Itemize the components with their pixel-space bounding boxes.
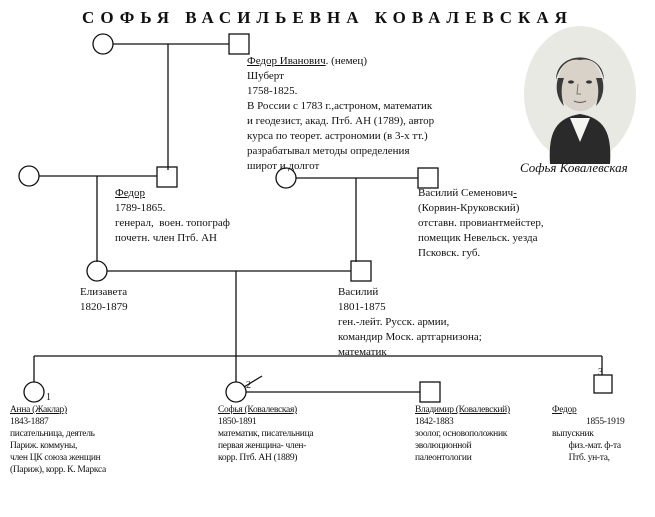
person-line: 1850-1891 [218, 417, 257, 427]
female-node-2 [18, 165, 40, 187]
person-line: командир Моск. артгарнизона; [338, 331, 482, 343]
person-note: - [513, 187, 517, 199]
female-node-elizaveta [86, 260, 108, 282]
person-line: первая женщина- член- [218, 441, 307, 451]
male-node-fedor-jr [593, 374, 613, 394]
person-name: Василий Семенович [418, 187, 514, 199]
person-line: 1842-1883 [415, 417, 454, 427]
person-name: Федор [552, 405, 577, 415]
person-line: Шуберт [247, 70, 284, 82]
person-line: писательница, деятель [10, 429, 95, 439]
person-name: Федор Иванович [247, 55, 326, 67]
person-line: курса по теорет. астрономии (в 3-х тт.) [247, 130, 428, 142]
person-line: почетн. член Птб. АН [115, 232, 217, 244]
male-node-vasily-sem [417, 167, 439, 189]
person-line: математик [338, 346, 387, 358]
male-node-vladimir [419, 381, 441, 403]
male-node-vasily [350, 260, 372, 282]
person-line: 1820-1879 [80, 301, 128, 313]
person-line: генерал, воен. топограф [115, 217, 230, 229]
person-line: Париж. коммуны, [10, 441, 78, 451]
person-line: корр. Птб. АН (1889) [218, 453, 298, 463]
person-line: ген.-лейт. Русск. армии, [338, 316, 450, 328]
person-vasily: Василий 1801-1875 ген.-лейт. Русск. арми… [338, 285, 482, 360]
person-line: физ.-мат. ф-та [552, 441, 622, 451]
female-node-1 [92, 33, 114, 55]
person-name: Анна (Жаклар) [10, 405, 67, 415]
person-line: 1855-1919 [586, 417, 625, 427]
person-name: Елизавета [80, 286, 128, 298]
diagram-title: СОФЬЯ ВАСИЛЬЕВНА КОВАЛЕВСКАЯ [82, 8, 573, 27]
person-line: широт и долгот [247, 160, 320, 172]
person-line: 1758-1825. [247, 85, 298, 97]
person-sofia: Софья (Ковалевская) 1850-1891 математик,… [218, 404, 314, 464]
person-line: В России с 1783 г.,астроном, математик [247, 100, 433, 112]
person-line: (Париж), корр. К. Маркса [10, 465, 106, 475]
person-line: 1789-1865. [115, 202, 166, 214]
female-node-sofia [225, 381, 247, 403]
person-fedor-jr: Федор 1855-1919 выпускник физ.-мат. ф-та… [552, 404, 625, 464]
signature: Софья Ковалевская [520, 160, 628, 175]
person-line: Птб. ун-та, [552, 453, 610, 463]
child-number: 1 [46, 392, 51, 403]
person-line: отставн. провиантмейстер, [418, 217, 544, 229]
child-number: 3 [598, 367, 603, 378]
person-name: Федор [115, 187, 146, 199]
person-line: зоолог, основоположник [415, 429, 508, 439]
person-line: Псковск. губ. [418, 247, 481, 259]
person-name: Софья (Ковалевская) [218, 405, 297, 415]
person-line: выпускник [552, 429, 594, 439]
person-line: член ЦК союза женщин [10, 453, 101, 463]
person-line: разрабатывал методы определения [247, 145, 410, 157]
male-node-fedor-sr [228, 33, 250, 55]
person-line: 1843-1887 [10, 417, 49, 427]
person-line: 1801-1875 [338, 301, 386, 313]
person-fedor: Федор 1789-1865. генерал, воен. топограф… [115, 186, 230, 246]
portrait-image [524, 26, 636, 164]
person-anna: Анна (Жаклар) 1843-1887 писательница, де… [10, 404, 106, 476]
person-line: эволюционной [415, 441, 472, 451]
person-name: Владимир (Ковалевский) [415, 405, 510, 415]
person-line: (Корвин-Круковский) [418, 202, 520, 214]
person-vladimir: Владимир (Ковалевский) 1842-1883 зоолог,… [415, 404, 510, 464]
person-note: . (немец) [325, 55, 367, 67]
child-number: 2 [246, 380, 251, 391]
person-line: помещик Невельск. уезда [418, 232, 538, 244]
person-line: и геодезист, акад. Птб. АН (1789), автор [247, 115, 435, 127]
person-fedor-sr: Федор Иванович. (немец) Шуберт 1758-1825… [247, 54, 434, 174]
person-line: математик, писательница [218, 429, 314, 439]
female-node-anna [23, 381, 45, 403]
person-vasily-sem: Василий Семенович- (Корвин-Круковский) о… [418, 186, 544, 261]
person-elizaveta: Елизавета 1820-1879 [80, 285, 128, 315]
person-line: палеонтологии [415, 453, 472, 463]
person-name: Василий [338, 286, 379, 298]
male-node-fedor [156, 166, 178, 188]
